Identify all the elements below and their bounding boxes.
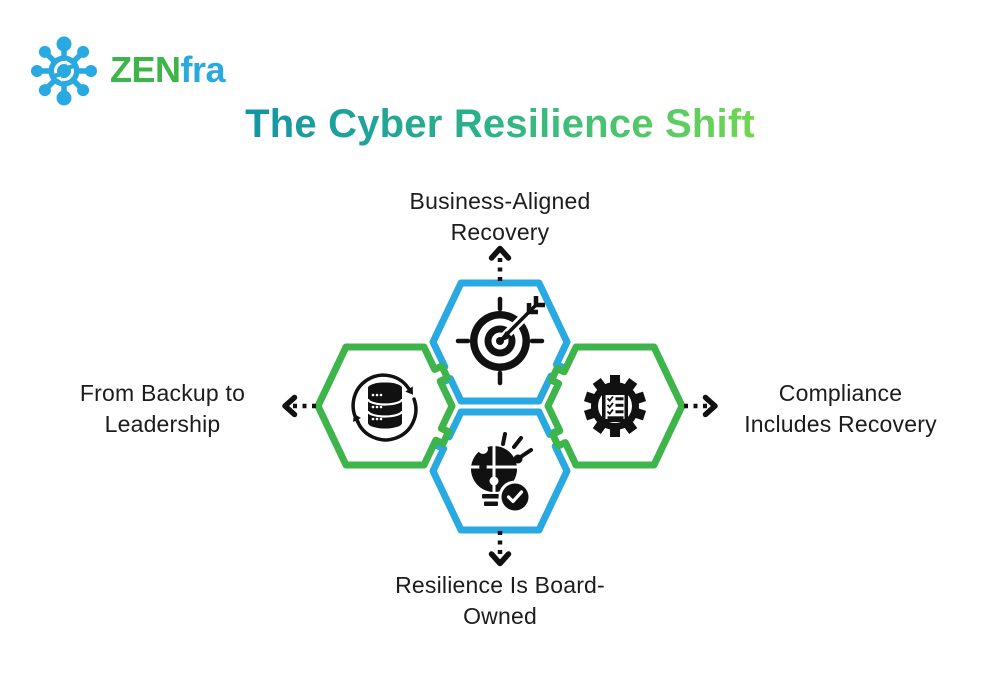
- logo-text-fra: fra: [180, 49, 226, 90]
- label-resilience-is-board-owned: Resilience Is Board- Owned: [340, 570, 660, 632]
- page-title: The Cyber Resilience Shift: [245, 102, 755, 146]
- arrow-down-dashed: [488, 531, 512, 567]
- logo-text-zen: ZEN: [110, 49, 181, 90]
- label-from-backup-to-leadership: From Backup to Leadership: [20, 378, 305, 440]
- puzzle-bulb-check-icon: [471, 432, 533, 514]
- sync-arrows-glyph: [54, 60, 74, 82]
- label-line: Includes Recovery: [744, 411, 937, 437]
- label-line: Owned: [463, 603, 537, 629]
- arrow-up-dashed: [488, 245, 512, 281]
- label-compliance-includes-recovery: Compliance Includes Recovery: [698, 378, 983, 440]
- zenfra-logo: ZENfra: [28, 34, 226, 106]
- label-line: Recovery: [450, 219, 550, 245]
- network-hub-icon: [31, 36, 97, 106]
- target-arrow-icon: [455, 296, 545, 386]
- label-line: Resilience Is Board-: [395, 572, 605, 598]
- label-line: From Backup to: [79, 380, 246, 406]
- label-business-aligned-recovery: Business-Aligned Recovery: [340, 186, 660, 248]
- label-line: Compliance: [778, 380, 903, 406]
- gear-checklist-icon: [583, 375, 647, 437]
- arrow-left-dashed: [282, 394, 316, 418]
- zenfra-logo-text: ZENfra: [110, 49, 226, 90]
- label-line: Leadership: [104, 411, 221, 437]
- arrow-right-dashed: [684, 394, 718, 418]
- label-line: Business-Aligned: [409, 188, 591, 214]
- database-sync-icon: [351, 373, 418, 442]
